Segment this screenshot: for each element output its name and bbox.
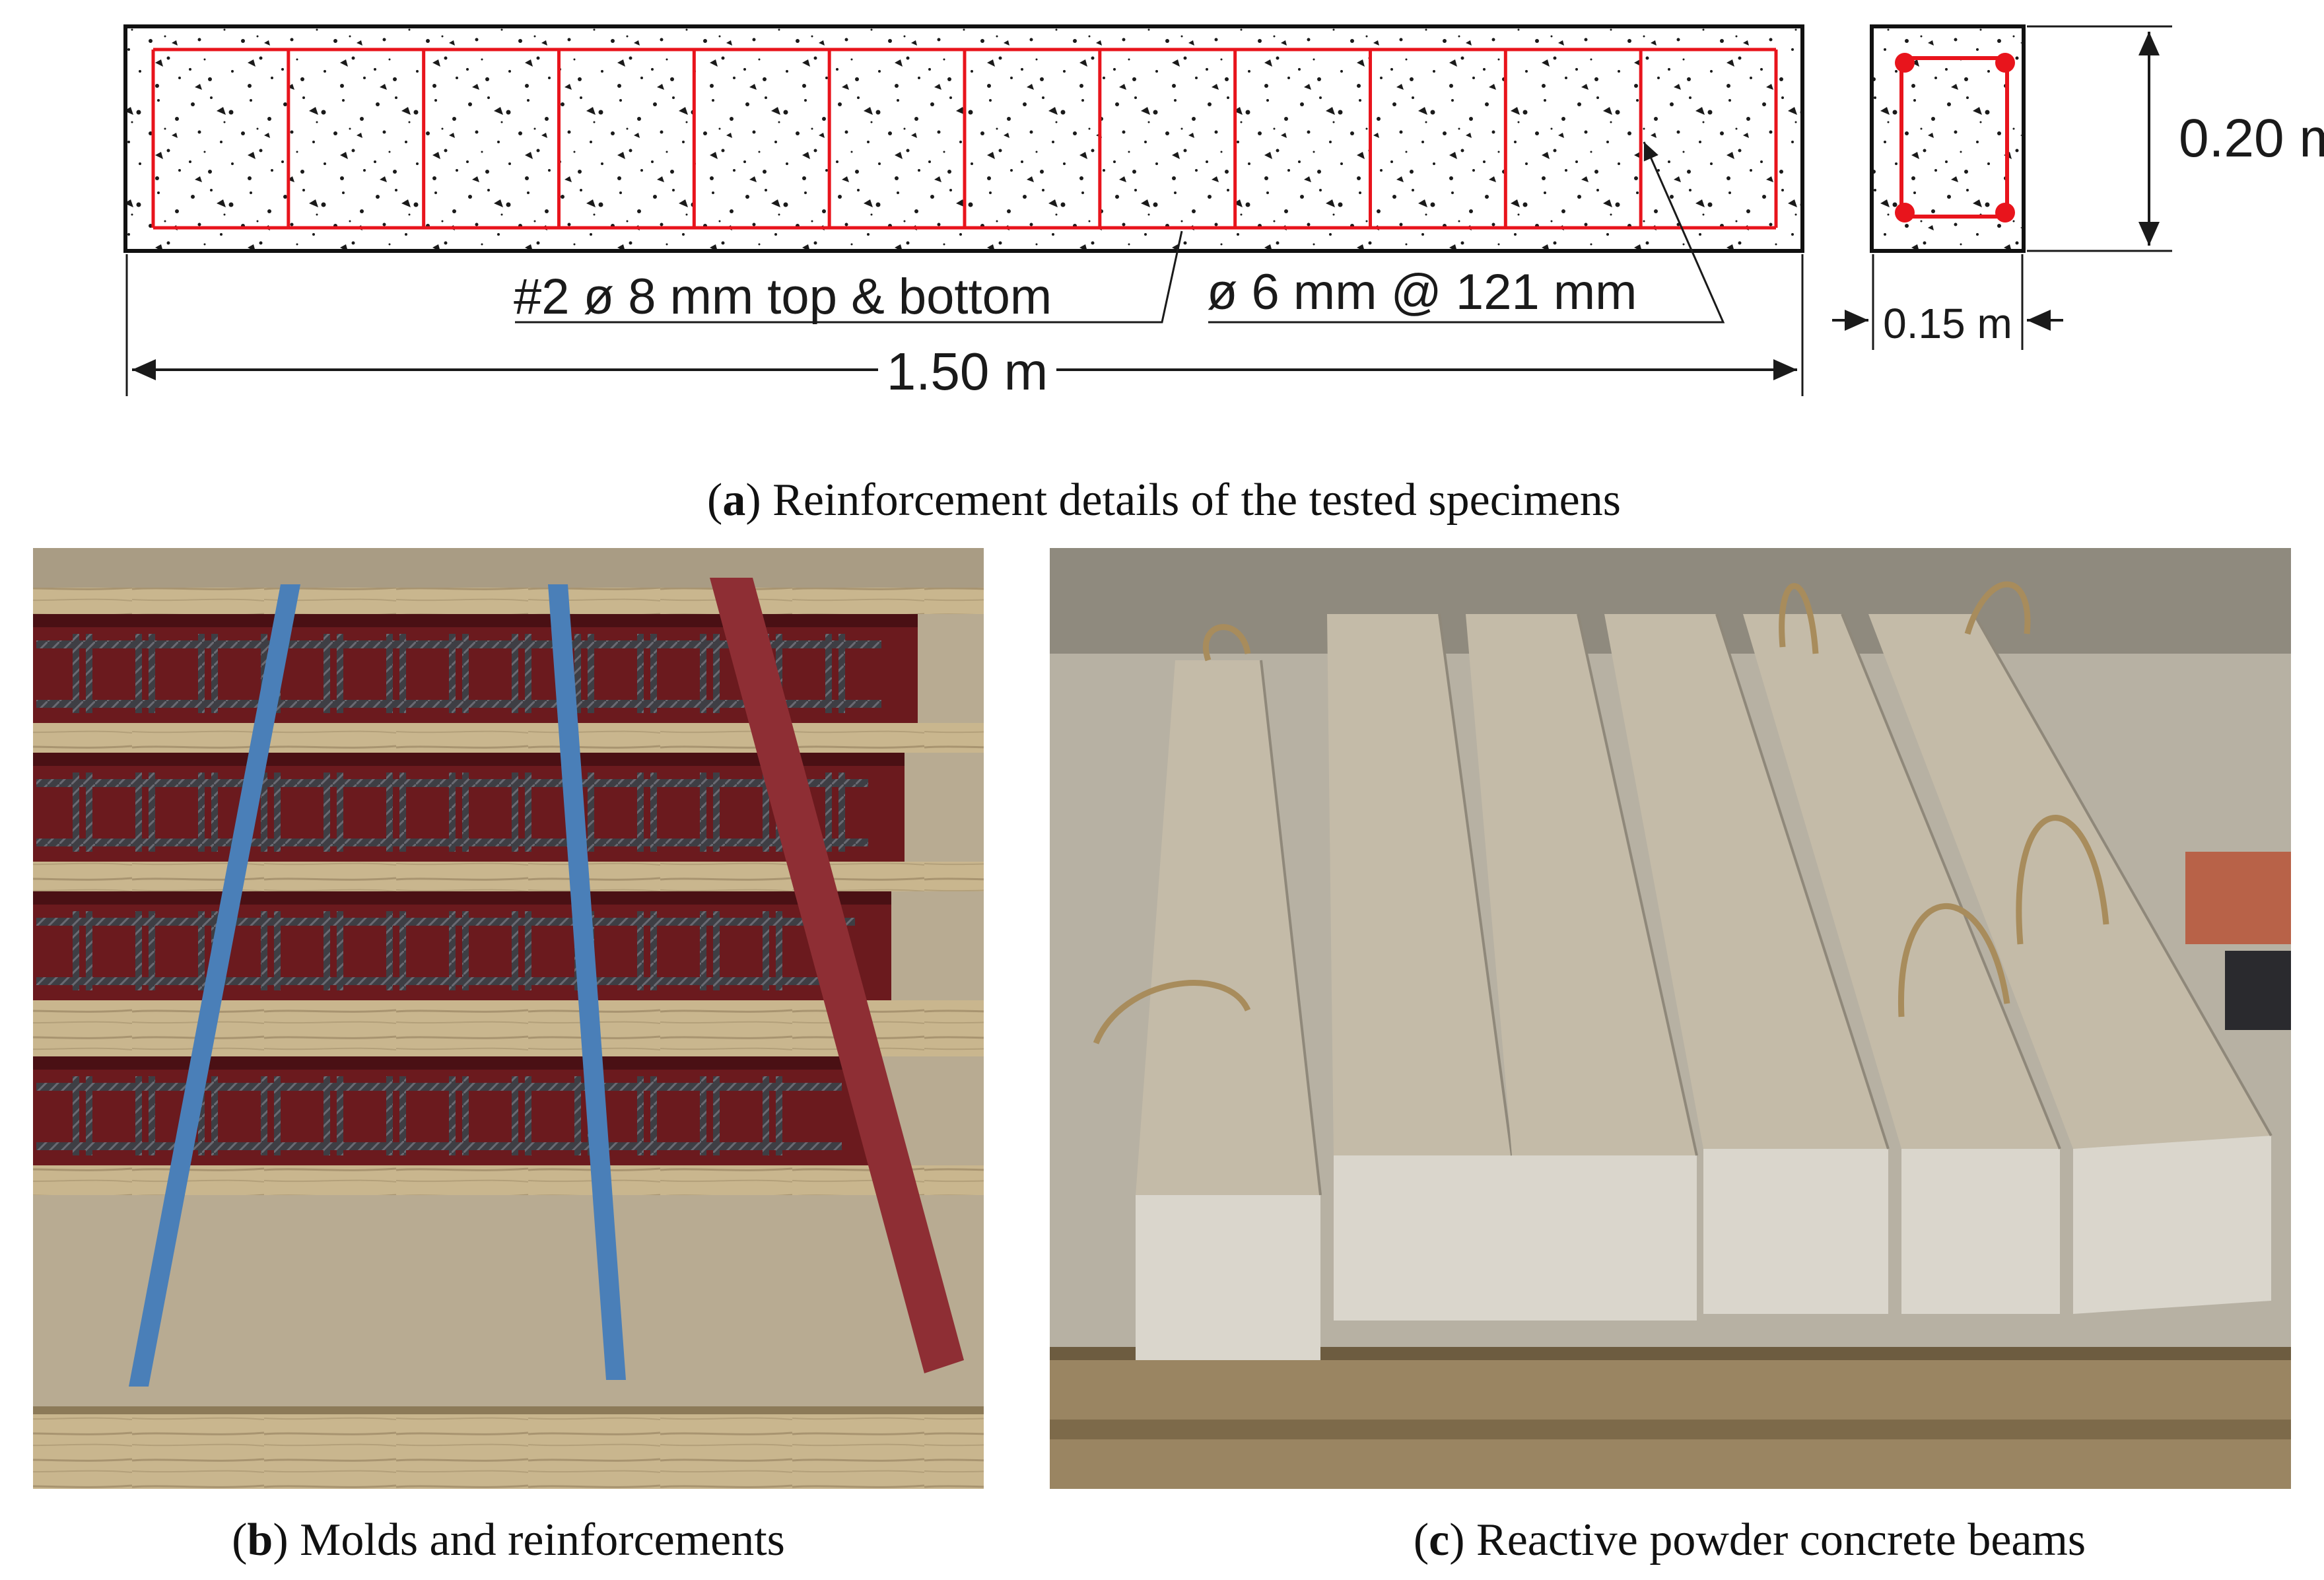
- section-rebar-top-left: [1895, 53, 1915, 73]
- concrete-beam: [1868, 613, 2273, 1314]
- blue-strap-right: [548, 584, 626, 1380]
- section-rebar-bottom-right: [1995, 203, 2015, 223]
- concrete-beam: [1604, 613, 1890, 1314]
- molds-photo: [33, 548, 984, 1489]
- bars-leader-line: [515, 230, 1183, 324]
- blue-strap-left: [129, 584, 300, 1387]
- mold-row: [33, 1030, 984, 1195]
- caption-c: (c) Reactive powder concrete beams: [1414, 1515, 2086, 1565]
- concrete-beam: [1136, 660, 1322, 1360]
- length-label: 1.50 m: [887, 342, 1048, 401]
- lifting-hook-6: [1964, 581, 2031, 635]
- concrete-beams: [1136, 613, 2273, 1360]
- beams-photo: [1050, 548, 2291, 1489]
- lifting-hook-4: [2016, 815, 2109, 945]
- caption-a: (a) Reinforcement details of the tested …: [707, 475, 1621, 526]
- reinforcement-diagram: #2 ø 8 mm top & bottom ø 6 mm @ 121 mm 1…: [123, 24, 2324, 401]
- section-rebar-bottom-left: [1895, 203, 1915, 223]
- concrete-beam: [1466, 613, 1698, 1321]
- red-formwork-strip: [710, 578, 964, 1373]
- section-rebar-top-right: [1995, 53, 2015, 73]
- beam-elevation: [123, 24, 1804, 253]
- stirrups: [151, 50, 1778, 228]
- lifting-hook-3: [1898, 903, 2010, 1017]
- height-label: 0.20 m: [2179, 108, 2324, 168]
- section-stirrup: [1899, 56, 2009, 219]
- cross-section: [1870, 24, 2026, 253]
- stirrup-leader-line: [1208, 141, 1725, 324]
- width-label: 0.15 m: [1883, 300, 2012, 347]
- stirrups-label: ø 6 mm @ 121 mm: [1207, 264, 1637, 320]
- mold-rows: [33, 588, 984, 1195]
- lifting-hook-5: [1779, 583, 1819, 654]
- caption-b: (b) Molds and reinforcements: [232, 1515, 785, 1565]
- bars-label: #2 ø 8 mm top & bottom: [514, 269, 1052, 325]
- lifting-hook-1: [1203, 624, 1251, 662]
- concrete-beam: [1327, 613, 1513, 1321]
- lifting-hook-2: [1093, 980, 1251, 1045]
- concrete-beam: [1743, 613, 2061, 1314]
